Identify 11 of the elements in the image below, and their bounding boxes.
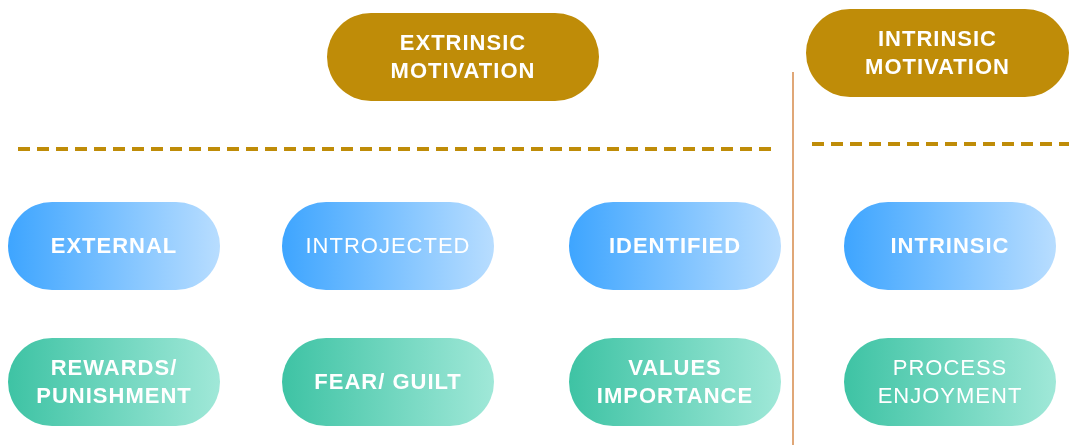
- pill-label: EXTERNAL: [50, 232, 178, 260]
- pill-label: PROCESS ENJOYMENT: [876, 354, 1024, 410]
- category-pill: [806, 9, 1069, 97]
- pill-label: EXTRINSIC MOTIVATION: [389, 29, 537, 85]
- pill-label: FEAR/ GUILT: [314, 368, 462, 396]
- pill-label: INTRINSIC: [890, 232, 1010, 260]
- pill-label: IDENTIFIED: [608, 232, 742, 260]
- pill-label: INTRINSIC MOTIVATION: [864, 25, 1011, 81]
- pill-label: REWARDS/ PUNISHMENT: [35, 354, 193, 410]
- pill-label: INTROJECTED: [305, 232, 471, 260]
- pill-label: VALUES IMPORTANCE: [595, 354, 755, 410]
